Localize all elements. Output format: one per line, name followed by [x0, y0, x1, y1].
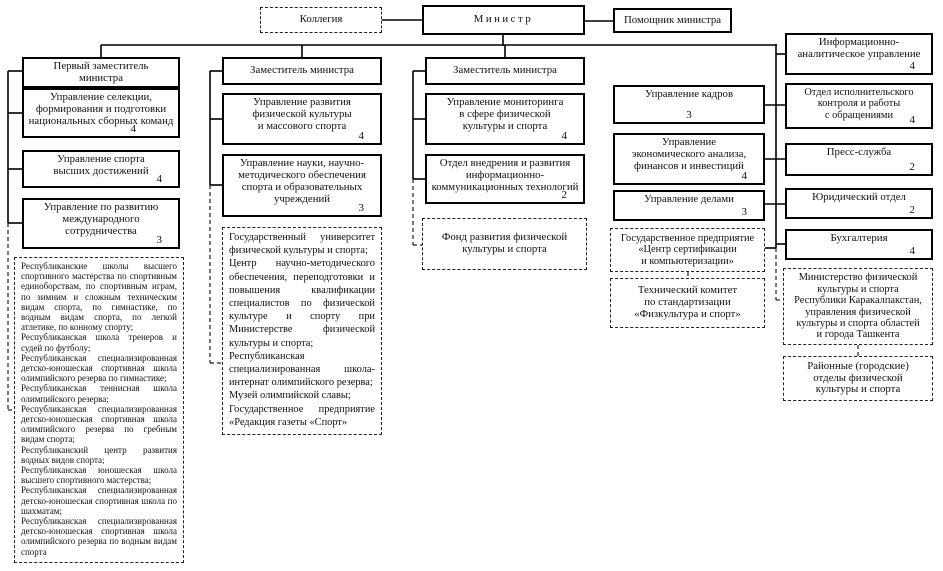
node-press-sluzhba: Пресс-служба 2 — [785, 143, 933, 176]
node-upr-nauki-label: Управление науки, научно- методического … — [238, 157, 366, 205]
node-raionnye-otdely: Районные (городские) отделы физической к… — [783, 356, 933, 401]
node-zamestitel-3: Заместитель министра — [425, 57, 585, 85]
staff-count: 4 — [156, 173, 163, 185]
list-item: Республиканская специализированная школа… — [229, 350, 375, 389]
staff-count: 2 — [561, 189, 568, 201]
node-upr-monitoringa-label: Управление мониторинга в сфере физическо… — [446, 96, 564, 132]
staff-count: 4 — [909, 60, 916, 72]
node-upr-delami-label: Управление делами — [644, 193, 734, 205]
node-resp-shkoly-list: Республиканские школы высшего спортивног… — [14, 257, 184, 563]
node-press-sluzhba-label: Пресс-служба — [826, 146, 892, 158]
node-zamestitel-3-label: Заместитель министра — [453, 64, 557, 77]
node-pervyi-zamestitel-label: Первый заместитель министра — [53, 59, 149, 84]
node-zamestitel-2-label: Заместитель министра — [250, 64, 354, 77]
node-pervyi-zamestitel: Первый заместитель министра — [22, 57, 180, 88]
list-item: Республиканская юношеская школа высшего … — [21, 465, 177, 486]
node-gp-tsentr-sertifikatsii: Государственное предприятие «Центр серти… — [610, 228, 765, 272]
staff-count: 4 — [909, 114, 916, 126]
node-otdel-vnedreniya-label: Отдел внедрения и развития информационно… — [431, 157, 579, 193]
node-upr-kadrov: Управление кадров 3 — [613, 85, 765, 124]
node-otdel-isp-kontrolya-label: Отдел исполнительского контроля и работы… — [804, 87, 914, 121]
staff-count: 4 — [909, 245, 916, 257]
node-gos-uchrezhdeniya-list: Государственный университет физической к… — [222, 227, 382, 435]
node-upr-ekonom-analiza: Управление экономического анализа, финан… — [613, 133, 765, 185]
node-upr-kadrov-label: Управление кадров — [644, 88, 734, 100]
node-yuridicheskii-otdel-label: Юридический отдел — [812, 191, 906, 203]
node-upr-monitoringa: Управление мониторинга в сфере физическо… — [425, 93, 585, 145]
node-bukhgalteriya-label: Бухгалтерия — [830, 232, 888, 244]
list-item: Музей олимпийской славы; — [229, 390, 351, 402]
node-bukhgalteriya: Бухгалтерия 4 — [785, 229, 933, 260]
node-upr-ekonom-analiza-label: Управление экономического анализа, финан… — [631, 136, 747, 172]
staff-count: 4 — [358, 130, 365, 142]
staff-count: 4 — [130, 123, 137, 135]
list-item: Центр научно-методического обеспечения, … — [229, 258, 375, 349]
node-upr-sporta-vysshikh: Управление спорта высших достижений 4 — [22, 150, 180, 188]
list-item: Республиканская специализированная детск… — [21, 516, 177, 557]
staff-count: 3 — [358, 202, 365, 214]
node-upr-mezhdunarodnogo-label: Управление по развитию международного со… — [43, 201, 159, 237]
node-upr-selektsii-label: Управление селекции, формирования и подг… — [28, 91, 174, 127]
node-upr-nauki: Управление науки, научно- методического … — [222, 154, 382, 217]
node-yuridicheskii-otdel: Юридический отдел 2 — [785, 188, 933, 219]
node-upr-sporta-vysshikh-label: Управление спорта высших достижений — [53, 153, 149, 177]
node-ministr-label: Министр — [473, 13, 534, 26]
node-upr-razvitiya-fk: Управление развития физической культуры … — [222, 93, 382, 145]
staff-count: 3 — [686, 109, 692, 121]
node-min-fk-regiony: Министерство физической культуры и спорт… — [783, 268, 933, 345]
node-raionnye-otdely-label: Районные (городские) отделы физической к… — [807, 359, 909, 396]
staff-count: 2 — [909, 204, 916, 216]
list-item: Республиканский центр развития водных ви… — [21, 444, 177, 465]
node-info-analit-upr: Информационно- аналитическое управление … — [785, 33, 933, 75]
staff-count: 3 — [156, 234, 163, 246]
node-gp-tsentr-sertifikatsii-label: Государственное предприятие «Центр серти… — [620, 232, 755, 267]
list-item: Республиканская специализированная детск… — [21, 485, 177, 516]
node-upr-delami: Управление делами 3 — [613, 190, 765, 221]
staff-count: 3 — [741, 206, 748, 218]
node-upr-razvitiya-fk-label: Управление развития физической культуры … — [252, 96, 352, 132]
node-min-fk-regiony-label: Министерство физической культуры и спорт… — [794, 272, 922, 341]
node-upr-mezhdunarodnogo: Управление по развитию международного со… — [22, 198, 180, 249]
node-tekh-komitet: Технический комитет по стандартизации «Ф… — [610, 278, 765, 328]
list-item: Государственное предприятие «Редакция га… — [229, 403, 375, 428]
list-item: Республиканская специализированная детск… — [21, 352, 177, 384]
list-item: Государственный университет физической к… — [229, 232, 375, 257]
node-kollegiya-label: Коллегия — [299, 13, 343, 26]
node-kollegiya: Коллегия — [260, 7, 382, 33]
node-zamestitel-2: Заместитель министра — [222, 57, 382, 85]
list-item: Республиканская теннисная школа олимпийс… — [21, 383, 177, 404]
staff-count: 2 — [909, 161, 916, 173]
node-otdel-isp-kontrolya: Отдел исполнительского контроля и работы… — [785, 83, 933, 129]
list-item: Республиканская специализированная детск… — [21, 403, 177, 445]
staff-count: 4 — [561, 130, 568, 142]
node-ministr: Министр — [422, 5, 585, 35]
list-item: Республиканская школа тренеров и судей п… — [21, 332, 177, 353]
node-fond-razvitiya-label: Фонд развития физической культуры и спор… — [441, 231, 568, 255]
node-otdel-vnedreniya: Отдел внедрения и развития информационно… — [425, 154, 585, 204]
node-tekh-komitet-label: Технический комитет по стандартизации «Ф… — [634, 284, 741, 320]
node-pomoshchnik-ministra: Помощник министра — [613, 8, 732, 33]
node-pomoshchnik-ministra-label: Помощник министра — [623, 13, 722, 26]
staff-count: 4 — [741, 170, 748, 182]
node-info-analit-upr-label: Информационно- аналитическое управление — [797, 36, 921, 60]
list-item: Республиканские школы высшего спортивног… — [21, 261, 177, 333]
node-upr-selektsii: Управление селекции, формирования и подг… — [22, 88, 180, 138]
node-fond-razvitiya: Фонд развития физической культуры и спор… — [422, 218, 587, 270]
